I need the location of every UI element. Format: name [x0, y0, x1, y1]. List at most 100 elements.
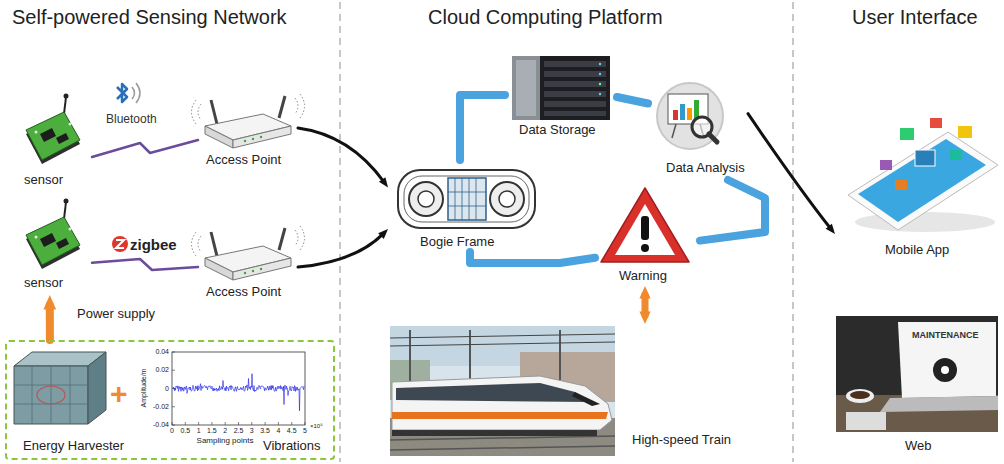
train-photo	[392, 376, 612, 430]
train-photo	[390, 446, 615, 450]
vibration-plot	[172, 352, 305, 425]
node-label: Mobile App	[885, 242, 949, 257]
router-icon	[192, 94, 305, 148]
section-title: Cloud Computing Platform	[428, 6, 663, 29]
axis-tick: -0.04	[153, 421, 169, 429]
sensor-icon	[40, 128, 56, 142]
node-label: Bogie Frame	[420, 234, 494, 249]
bogie-frame-drawing	[448, 206, 486, 207]
phone-drawing	[895, 180, 907, 190]
axis-tick: -0.02	[153, 403, 169, 411]
axis-tick: 3	[250, 427, 254, 435]
server-photo	[512, 56, 610, 120]
axis-tick: 4	[276, 427, 280, 435]
router-icon	[211, 100, 217, 124]
bogie-frame-drawing	[476, 178, 477, 220]
section-title: Self-powered Sensing Network	[12, 6, 287, 29]
cloud-loop	[700, 180, 765, 241]
cloud-loop	[617, 97, 648, 104]
sensor-node: sensor	[18, 92, 92, 192]
cloud-loop	[470, 252, 595, 263]
section-divider	[340, 2, 793, 462]
axis-multiplier: ×10⁵	[310, 423, 323, 430]
router-icon	[205, 258, 233, 280]
wireless-link	[92, 259, 198, 270]
router-icon	[295, 226, 305, 250]
sensor-icon	[26, 94, 80, 165]
node-label: sensor	[24, 172, 63, 187]
warning-triangle	[641, 244, 649, 252]
train-photo	[390, 436, 615, 440]
node-label: Energy Harvester	[23, 438, 124, 453]
router-icon	[244, 272, 246, 274]
bogie-frame-drawing	[448, 178, 486, 220]
router-icon	[192, 232, 202, 256]
laptop-photo	[836, 316, 998, 432]
router-icon	[279, 96, 285, 118]
screen-text: MAINTENANCE	[912, 330, 979, 340]
node-label: Access Point	[206, 284, 281, 299]
train-photo	[390, 342, 615, 346]
axis-tick: 0.02	[155, 366, 169, 374]
section-divider	[339, 2, 341, 462]
router-icon	[252, 138, 254, 140]
analysis-icon	[672, 124, 676, 138]
router-icon	[192, 226, 305, 280]
arrowhead	[43, 295, 56, 309]
arrowhead	[639, 311, 650, 324]
router-icon	[295, 94, 305, 118]
sensor-icon	[64, 94, 69, 99]
access-point: Access Point	[198, 222, 298, 304]
cloud-loop	[617, 97, 648, 104]
laptop-photo	[941, 366, 949, 374]
axis-tick: 1	[197, 427, 201, 435]
cloud-loop	[470, 252, 595, 263]
protocol-label: Bluetooth	[106, 112, 157, 126]
sensor-icon	[69, 123, 72, 126]
analysis-icon	[673, 110, 678, 120]
vibration-plot	[172, 352, 175, 353]
sensor-icon	[40, 233, 56, 247]
train-photo	[390, 334, 615, 338]
analysis-icon	[657, 83, 723, 149]
vibration-plot	[185, 422, 186, 425]
router-icon	[192, 100, 202, 124]
bogie-frame-drawing	[404, 176, 529, 222]
sensor-icon	[64, 199, 69, 204]
bogie-frame-drawing	[409, 182, 443, 216]
vibration-plot	[172, 370, 175, 371]
bogie-frame-drawing	[418, 191, 434, 207]
router-icon	[279, 228, 285, 250]
wireless-link	[92, 140, 198, 157]
axis-title: Amplitude/m	[140, 369, 148, 408]
node-label: Access Point	[206, 152, 281, 167]
axis-tick: 2	[223, 427, 227, 435]
server-photo	[599, 63, 601, 65]
axis-tick: 5	[303, 427, 307, 435]
warning-triangle	[601, 188, 689, 262]
laptop-photo	[836, 316, 998, 432]
edge-label: Power supply	[75, 306, 157, 321]
train-photo	[392, 412, 608, 419]
vibration-plot	[198, 422, 199, 425]
bluetooth-icon	[117, 84, 127, 102]
zigbee-icon	[112, 236, 128, 252]
bogie-frame-drawing	[455, 178, 456, 220]
cloud-loop	[460, 95, 505, 160]
phone-drawing	[848, 118, 998, 232]
warning-triangle	[641, 216, 649, 240]
phone-drawing	[880, 160, 892, 170]
axis-tick: 1.5	[207, 427, 217, 435]
router-icon	[244, 140, 246, 142]
mobile-app: Mobile App	[835, 110, 998, 265]
bogie-frame-drawing	[398, 170, 535, 228]
server-photo	[512, 56, 540, 120]
analysis-icon	[709, 134, 717, 142]
energy-harvester-drawing	[32, 366, 33, 424]
router-icon	[233, 258, 291, 280]
energy-harvester-drawing	[51, 366, 52, 424]
energy-harvester-drawing	[14, 385, 88, 386]
laptop-photo	[880, 396, 998, 412]
energy-harvester-drawing	[14, 366, 88, 424]
laptop-photo	[933, 358, 957, 382]
